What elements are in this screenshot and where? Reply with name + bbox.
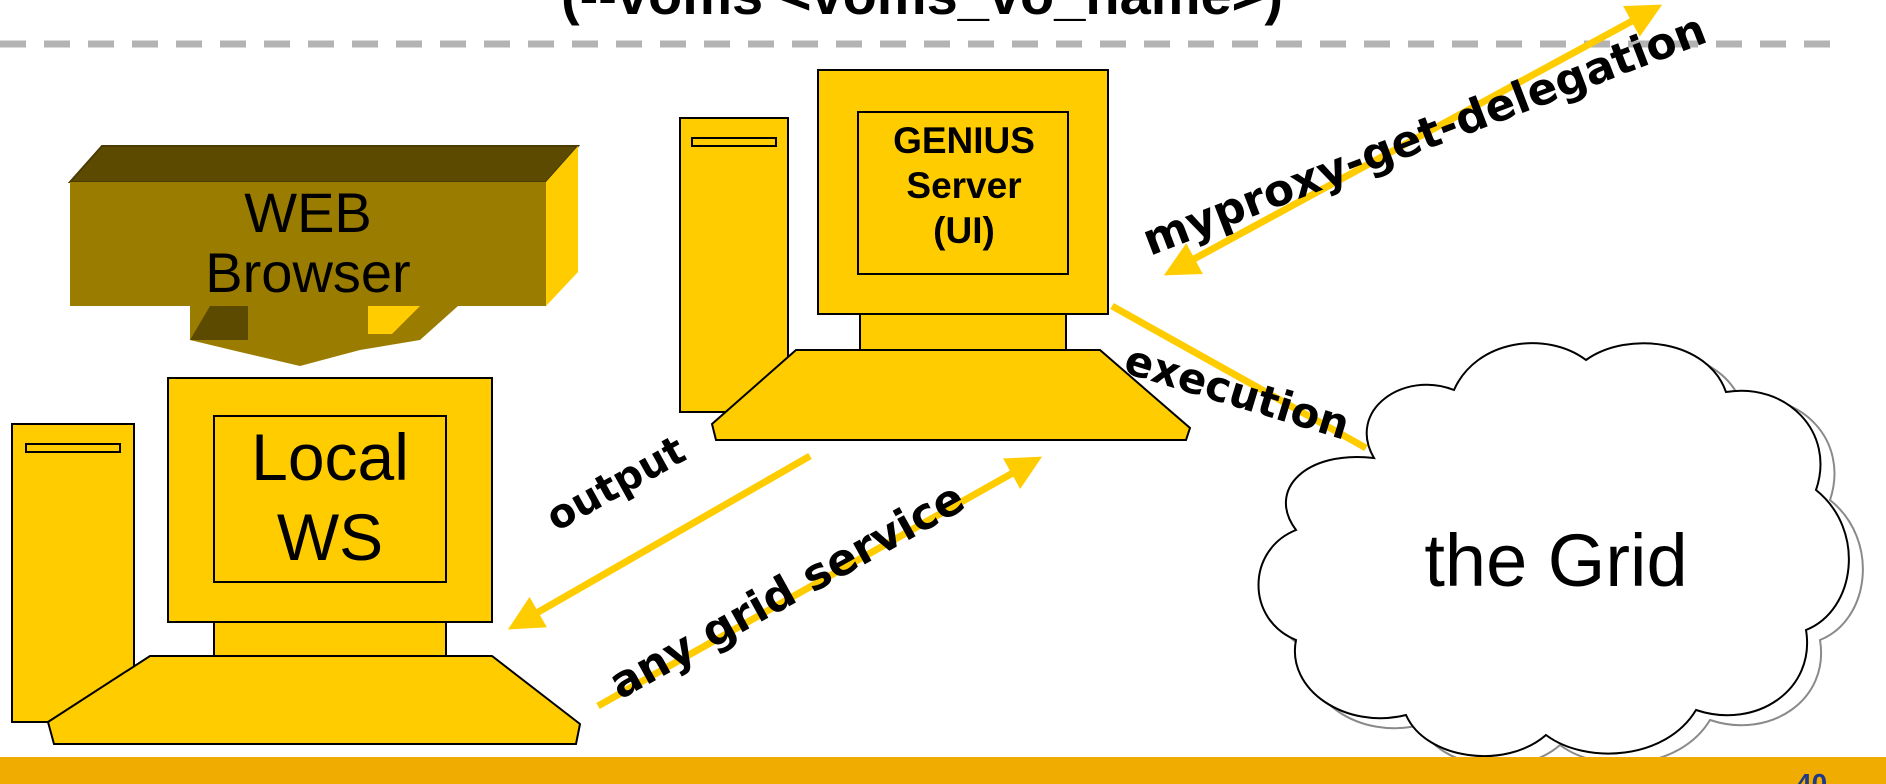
genius-base (710, 349, 1192, 441)
browser-label-line1: WEB (244, 181, 372, 244)
arrow-any-grid-service (596, 456, 1043, 710)
local-ws-screen (213, 415, 447, 583)
arrow-execution (1110, 302, 1368, 452)
genius-label-line3: (UI) (933, 210, 995, 251)
browser-label-line2: Browser (205, 241, 410, 304)
genius-label-line1: GENIUS (893, 120, 1035, 161)
web-browser: WEB Browser (67, 145, 581, 366)
genius-server-computer: GENIUS Server (UI) (679, 69, 1192, 441)
slide-title-partial: (--voms <voms_vo_name>) (561, 0, 1283, 26)
local-ws-computer: Local WS (11, 377, 582, 745)
footer-bar (0, 757, 1886, 784)
grid-label: the Grid (1424, 519, 1687, 602)
page-number: 40 (1796, 770, 1827, 784)
local-ws-label-line2: WS (277, 500, 383, 574)
label-output: output (539, 427, 694, 541)
local-ws-base (46, 655, 582, 745)
genius-label-line2: Server (906, 165, 1021, 206)
local-ws-tower (11, 423, 135, 723)
grid-cloud: the Grid (1257, 342, 1864, 767)
local-ws-label-line1: Local (251, 420, 409, 494)
arrow-myproxy (1163, 4, 1663, 276)
genius-screen (857, 111, 1069, 275)
arrow-output (507, 452, 812, 630)
genius-tower (679, 117, 789, 413)
label-any-grid-service: any grid service (601, 472, 973, 709)
